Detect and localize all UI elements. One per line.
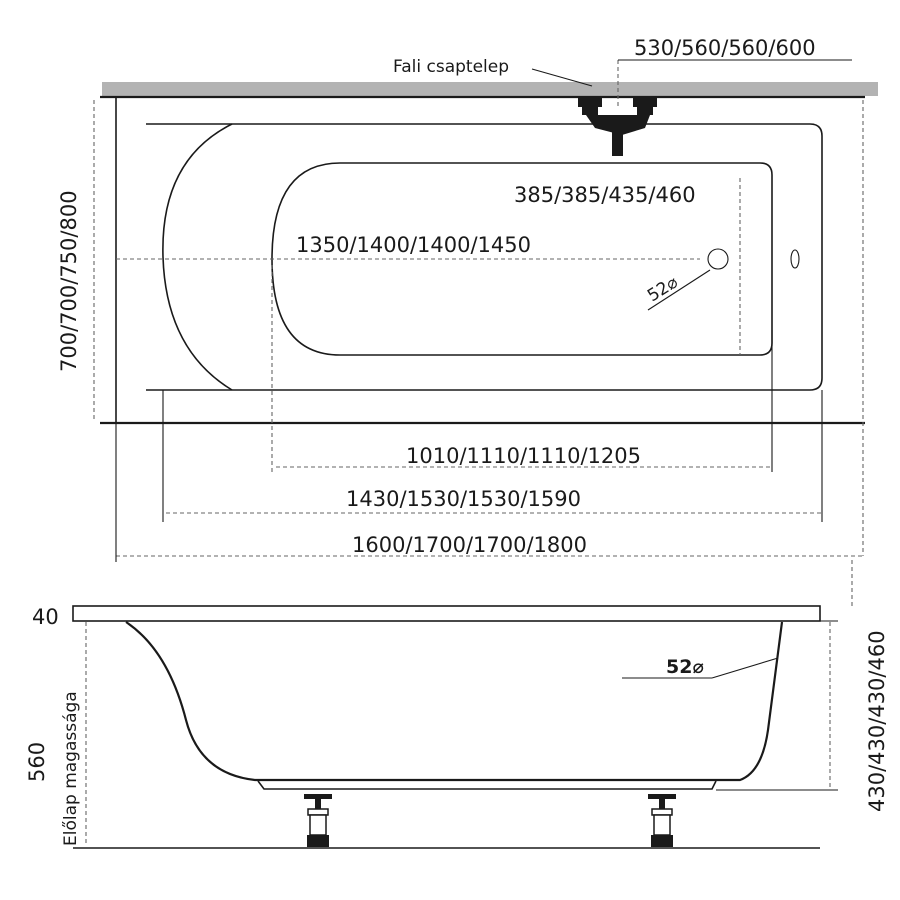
right-leg-icon [648, 794, 676, 847]
overflow-slot [790, 249, 800, 269]
top-view: Fali csaptelep 530/560/560/600 385/385/4… [57, 36, 878, 562]
outer-width-dimension: 700/700/750/800 [57, 190, 81, 372]
wall-strip [102, 82, 878, 96]
bottom-length-dimension: 1010/1110/1110/1205 [406, 444, 641, 468]
inner-depth-dimension: 385/385/435/460 [514, 183, 696, 207]
tub-body-outline [125, 621, 784, 782]
side-drain-leader-d [711, 657, 779, 679]
side-rim [72, 605, 821, 622]
total-length-dimension: 1600/1700/1700/1800 [352, 533, 587, 557]
wall-faucet-icon [578, 97, 657, 156]
headrest-curve [162, 123, 233, 391]
tub-height-dimension: 430/430/430/460 [865, 630, 889, 812]
faucet-label: Fali csaptelep [393, 57, 509, 77]
panel-height-label: Előlap magassága [61, 691, 81, 846]
drain-leader [647, 269, 711, 311]
side-view: 40 560 Előlap magassága 52⌀ 430/430/430/… [25, 560, 889, 849]
rim-thickness-dimension: 40 [32, 605, 59, 629]
tub-bottom-plate [257, 780, 717, 790]
top-drain-diameter: 52⌀ [644, 272, 682, 306]
rim-outline [146, 123, 823, 391]
panel-height-value: 560 [25, 742, 49, 782]
drain-circle [707, 248, 729, 270]
faucet-label-leader [531, 68, 593, 87]
side-drain-diameter: 52⌀ [666, 656, 704, 678]
inner-length-dimension: 1350/1400/1400/1450 [296, 233, 531, 257]
left-leg-icon [304, 794, 332, 847]
faucet-offset-dimension: 530/560/560/600 [634, 36, 816, 60]
basin-outline [271, 162, 773, 356]
rim-length-dimension: 1430/1530/1530/1590 [346, 487, 581, 511]
